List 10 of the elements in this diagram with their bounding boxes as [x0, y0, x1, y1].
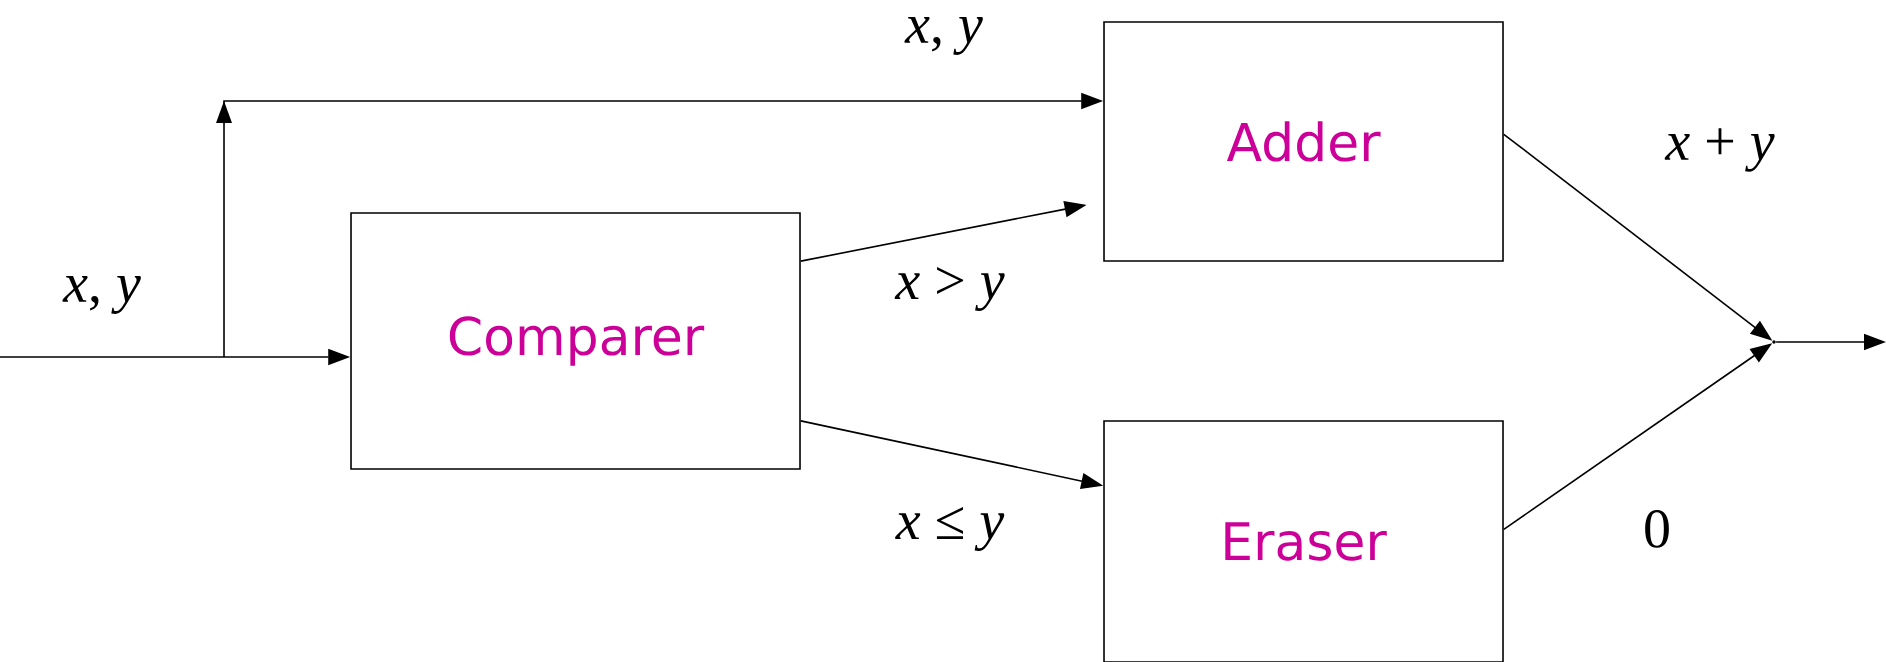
edge-label: x, y — [903, 15, 985, 57]
process-box: Adder — [1103, 21, 1504, 262]
edge-label: x > y — [893, 264, 1007, 314]
process-box: Comparer — [350, 212, 801, 470]
edge-label: 0 — [1641, 508, 1673, 550]
junction-point — [1772, 340, 1776, 344]
edge-label: x ≤ y — [893, 504, 1007, 554]
edge-label: x + y — [1663, 126, 1777, 174]
edge-label: x, y — [61, 274, 143, 316]
process-box: Eraser — [1103, 420, 1504, 662]
